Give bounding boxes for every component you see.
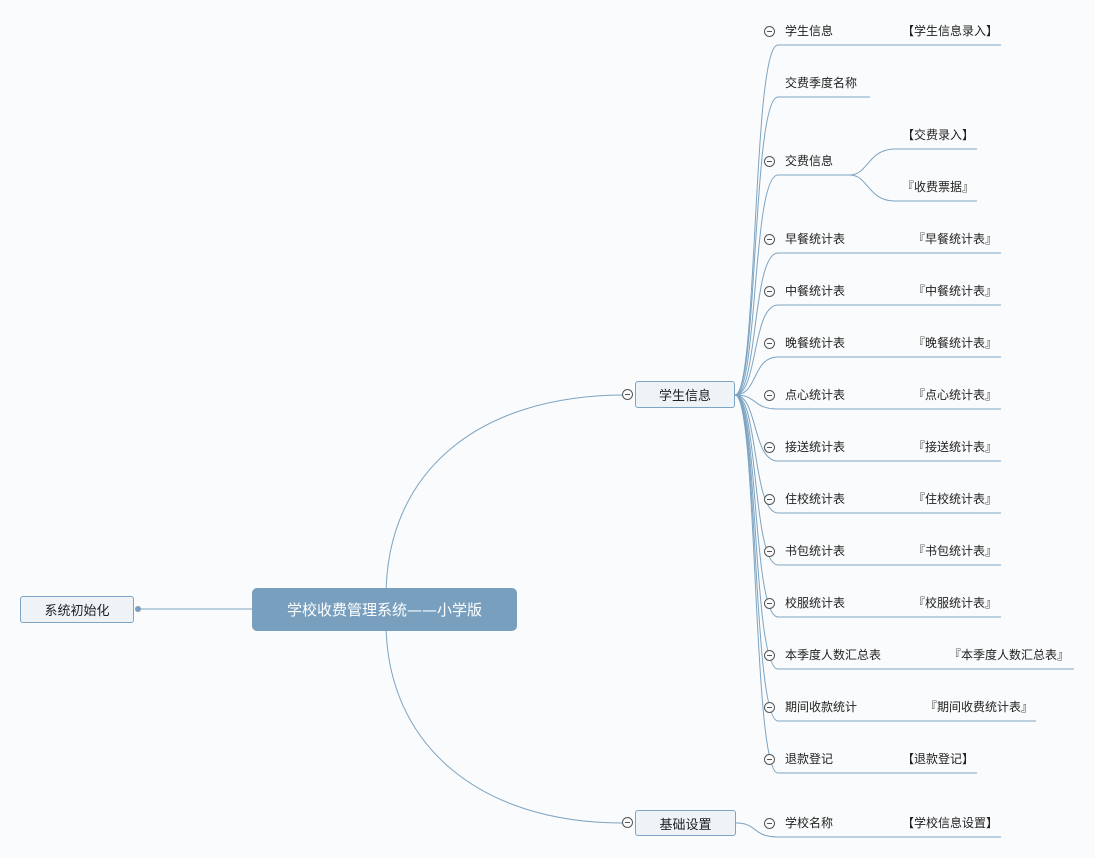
connector-fee-sub-1 (849, 174, 977, 202)
collapse-item-8-icon[interactable] (763, 493, 775, 505)
collapse-item-2-icon[interactable] (763, 155, 775, 167)
collapse-item-5-icon[interactable] (763, 337, 775, 349)
connector-student-7 (734, 394, 779, 462)
subtopic-label[interactable]: 交费季度名称 (785, 76, 858, 90)
report-link[interactable]: 『本季度人数汇总表』 (949, 648, 1070, 662)
connector-student-6 (734, 394, 779, 410)
connector-student-2 (734, 174, 779, 396)
subtopic-label[interactable]: 接送统计表 (785, 440, 846, 454)
report-link[interactable]: 『中餐统计表』 (913, 284, 998, 298)
collapse-item-7-icon[interactable] (763, 441, 775, 453)
collapse-basic-settings-icon[interactable] (622, 817, 633, 828)
subtopic-label[interactable]: 校服统计表 (785, 596, 846, 610)
root-topic[interactable]: 学校收费管理系统——小学版 (252, 588, 517, 631)
collapse-item-0-icon[interactable] (763, 25, 775, 37)
collapse-item-9-icon[interactable] (763, 545, 775, 557)
connector-settings-0 (735, 822, 1001, 838)
collapse-item-13-icon[interactable] (763, 753, 775, 765)
collapse-item-12-icon[interactable] (763, 701, 775, 713)
report-link[interactable]: 【退款登记】 (902, 752, 975, 766)
connector-fee-sub-0 (849, 148, 977, 176)
connector-student-0 (734, 44, 779, 396)
connector-dot (135, 606, 141, 612)
connector-root-settings (385, 621, 623, 824)
connector-student-4 (734, 304, 779, 396)
connector-student-5 (734, 356, 779, 396)
report-link[interactable]: 『早餐统计表』 (913, 232, 998, 246)
report-link[interactable]: 『校服统计表』 (913, 596, 998, 610)
subtopic-label[interactable]: 退款登记 (785, 752, 834, 766)
subtopic-label[interactable]: 住校统计表 (785, 492, 846, 506)
report-link[interactable]: 『期间收费统计表』 (925, 700, 1034, 714)
subtopic-label[interactable]: 期间收款统计 (785, 700, 858, 714)
connector-student-9 (734, 394, 779, 566)
report-link[interactable]: 『住校统计表』 (913, 492, 998, 506)
subtopic-label[interactable]: 早餐统计表 (785, 232, 846, 246)
connector-student-3 (734, 252, 779, 396)
subtopic-label[interactable]: 交费信息 (785, 154, 834, 168)
subtopic-fee-receipt[interactable]: 『收费票据』 (902, 180, 975, 194)
subtopic-label[interactable]: 点心统计表 (785, 388, 846, 402)
collapse-student-info-icon[interactable] (622, 389, 633, 400)
report-link-school-info[interactable]: 【学校信息设置】 (902, 816, 999, 830)
collapse-item-11-icon[interactable] (763, 649, 775, 661)
report-link[interactable]: 『晚餐统计表』 (913, 336, 998, 350)
subtopic-label[interactable]: 书包统计表 (785, 544, 846, 558)
connector-student-1 (734, 96, 779, 396)
collapse-item-4-icon[interactable] (763, 285, 775, 297)
subtopic-label[interactable]: 本季度人数汇总表 (785, 648, 882, 662)
report-link[interactable]: 【学生信息录入】 (902, 24, 999, 38)
collapse-settings-item-icon[interactable] (763, 817, 775, 829)
report-link[interactable]: 『书包统计表』 (913, 544, 998, 558)
collapse-item-6-icon[interactable] (763, 389, 775, 401)
report-link[interactable]: 『接送统计表』 (913, 440, 998, 454)
collapse-item-10-icon[interactable] (763, 597, 775, 609)
connector-student-11 (734, 394, 779, 670)
connector-student-8 (734, 394, 779, 514)
report-link[interactable]: 『点心统计表』 (913, 388, 998, 402)
subtopic-label[interactable]: 中餐统计表 (785, 284, 846, 298)
collapse-item-3-icon[interactable] (763, 233, 775, 245)
subtopic-fee-entry[interactable]: 【交费录入】 (902, 128, 975, 142)
subtopic-label[interactable]: 晚餐统计表 (785, 336, 846, 350)
connector-root-student (385, 394, 623, 598)
topic-student-info[interactable]: 学生信息 (635, 381, 735, 408)
topic-system-init[interactable]: 系统初始化 (20, 596, 134, 623)
subtopic-school-name[interactable]: 学校名称 (785, 816, 834, 830)
subtopic-label[interactable]: 学生信息 (785, 24, 834, 38)
topic-basic-settings[interactable]: 基础设置 (635, 810, 736, 836)
